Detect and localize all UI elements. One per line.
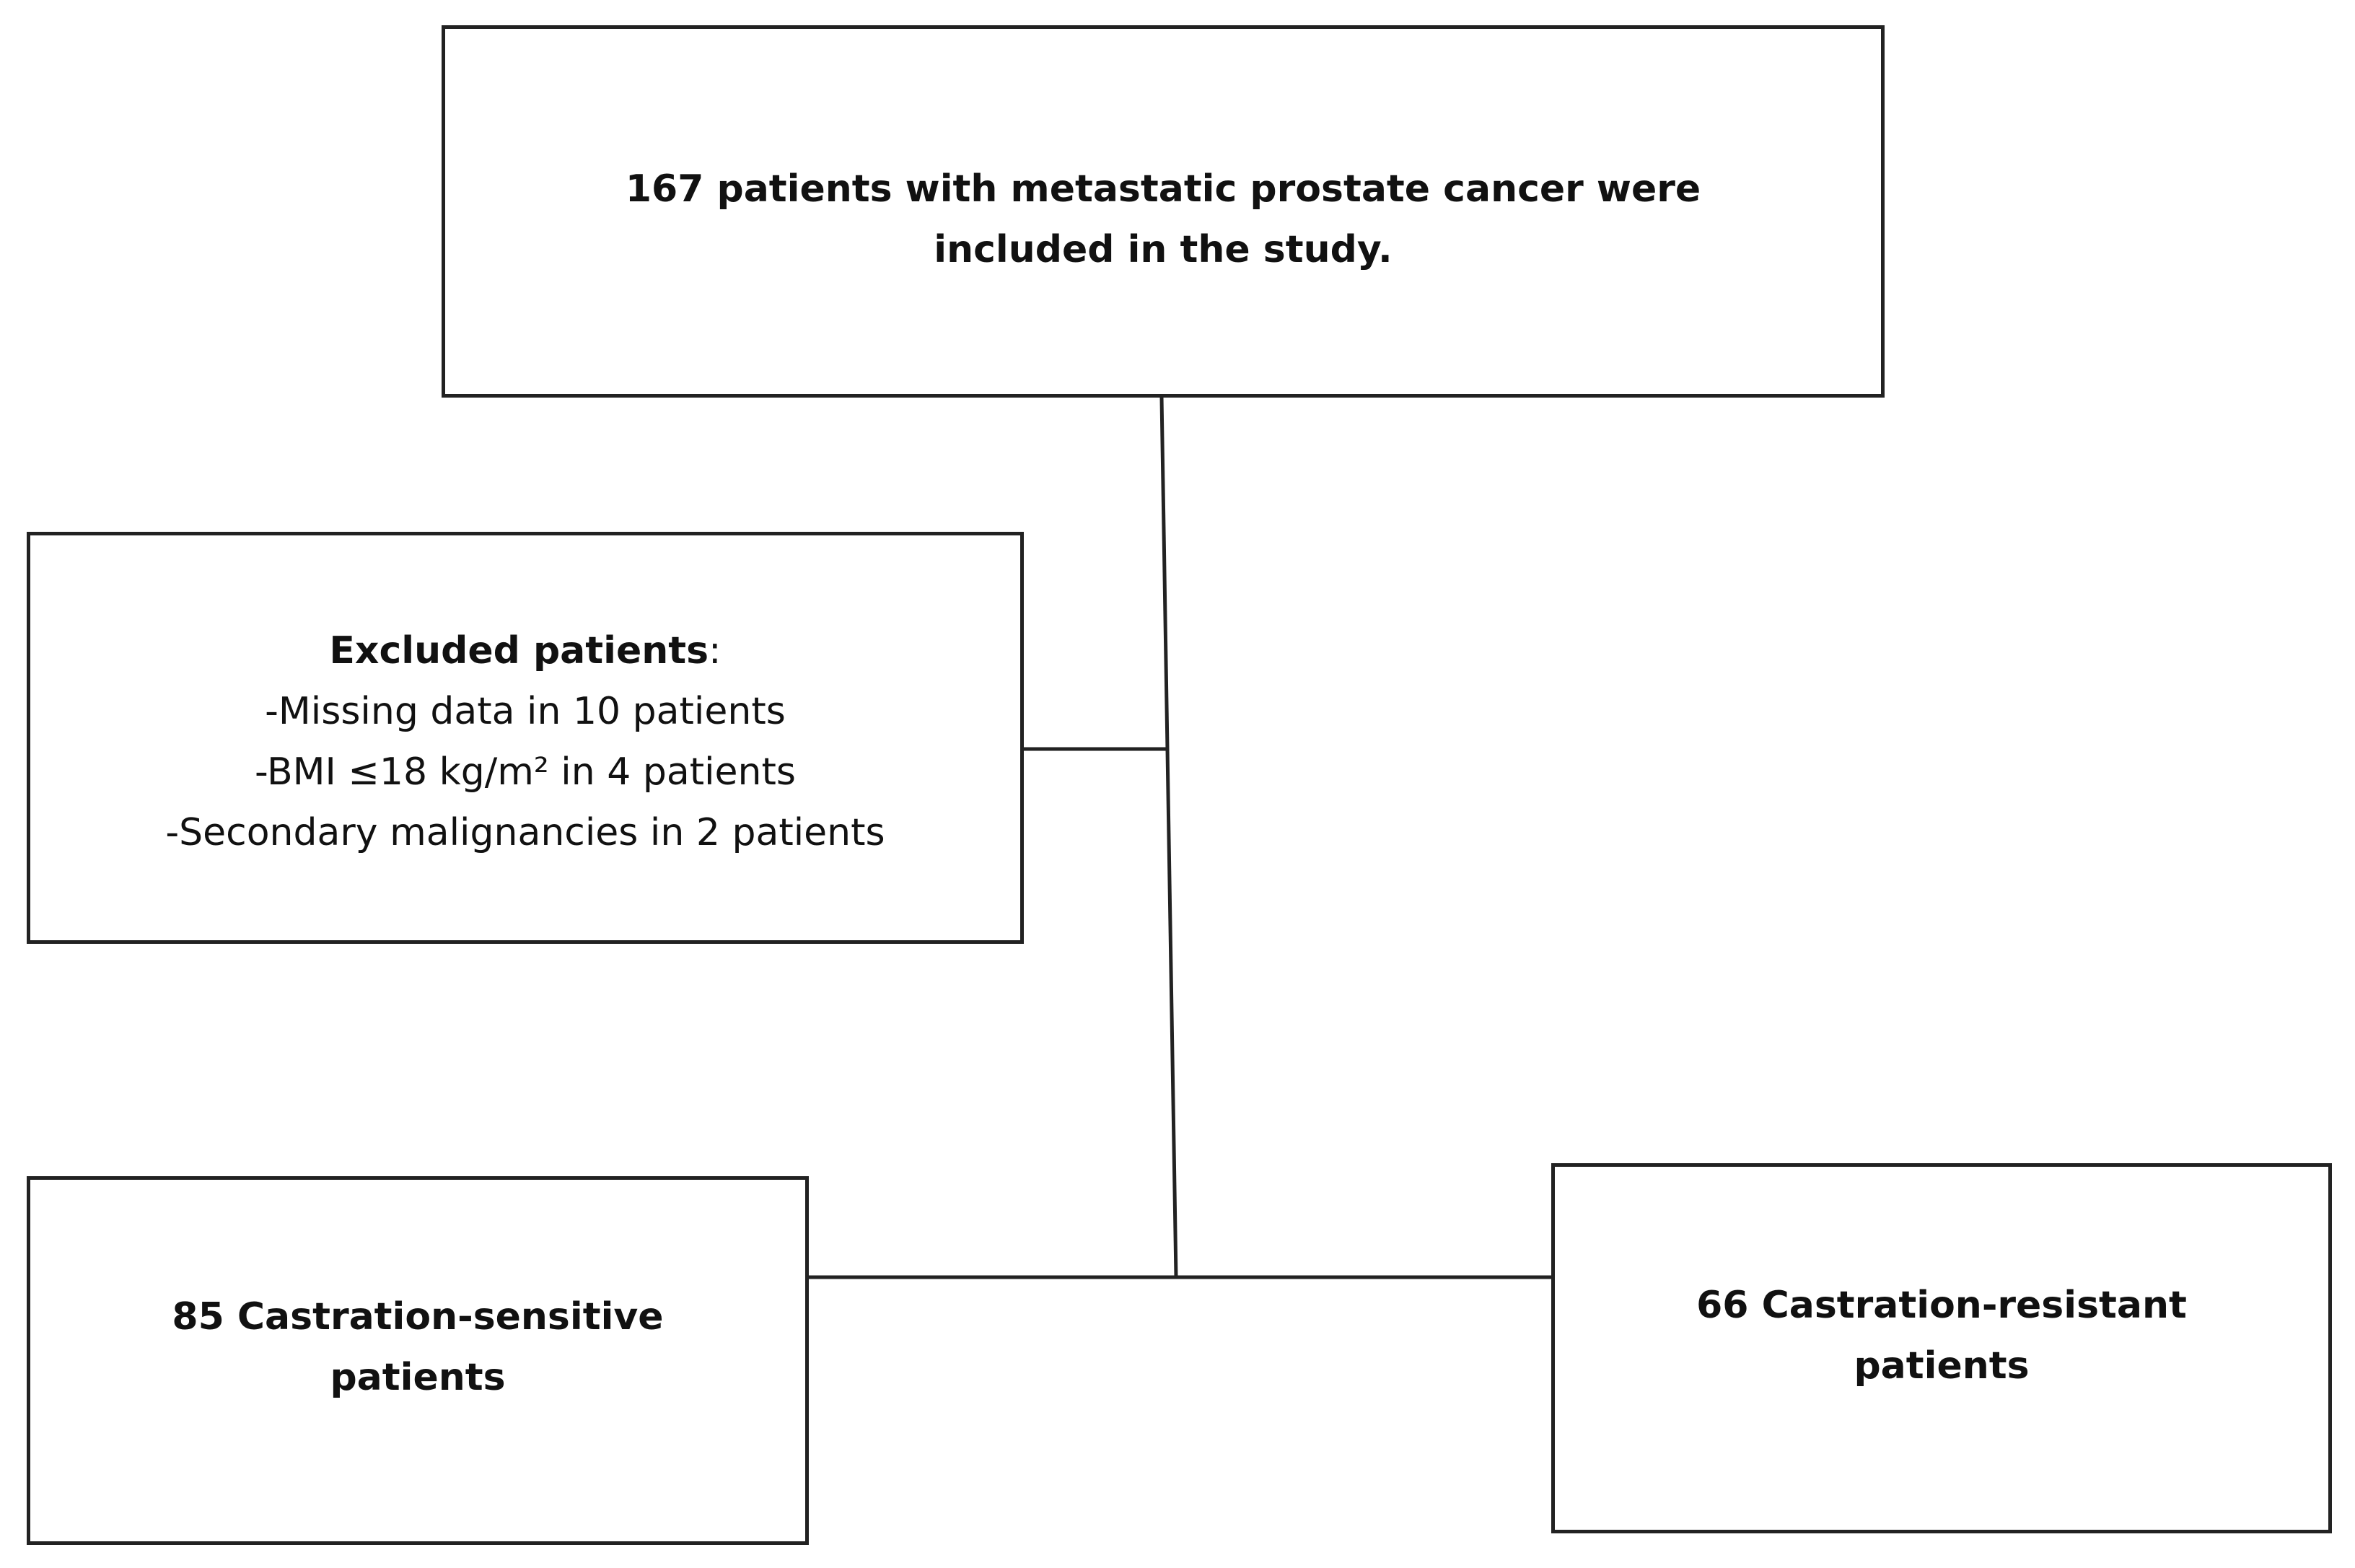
box-castration-sensitive: 85 Castration-sensitive patients (27, 1176, 809, 1545)
total-line-2: included in the study. (934, 228, 1393, 271)
total-line-1: 167 patients with metastatic prostate ca… (625, 167, 1701, 211)
excluded-item: -Secondary malignancies in 2 patients (165, 811, 885, 854)
excluded-heading-row: Excluded patients: (30, 621, 1020, 681)
box-total-patients: 167 patients with metastatic prostate ca… (442, 25, 1885, 398)
excluded-heading-colon: : (709, 629, 722, 673)
connector-main-trunk (1159, 397, 1178, 1278)
box-excluded-patients: Excluded patients: -Missing data in 10 p… (27, 532, 1024, 944)
excluded-item: -Missing data in 10 patients (265, 690, 786, 733)
resistant-line-1: 66 Castration-resistant (1696, 1284, 2187, 1327)
resistant-line-2: patients (1854, 1344, 2030, 1388)
sensitive-line-2: patients (330, 1356, 506, 1399)
excluded-item: -BMI ≤18 kg/m² in 4 patients (255, 750, 796, 794)
box-castration-resistant: 66 Castration-resistant patients (1551, 1163, 2332, 1533)
sensitive-line-1: 85 Castration-sensitive (172, 1295, 664, 1339)
excluded-heading: Excluded patients (329, 629, 709, 673)
